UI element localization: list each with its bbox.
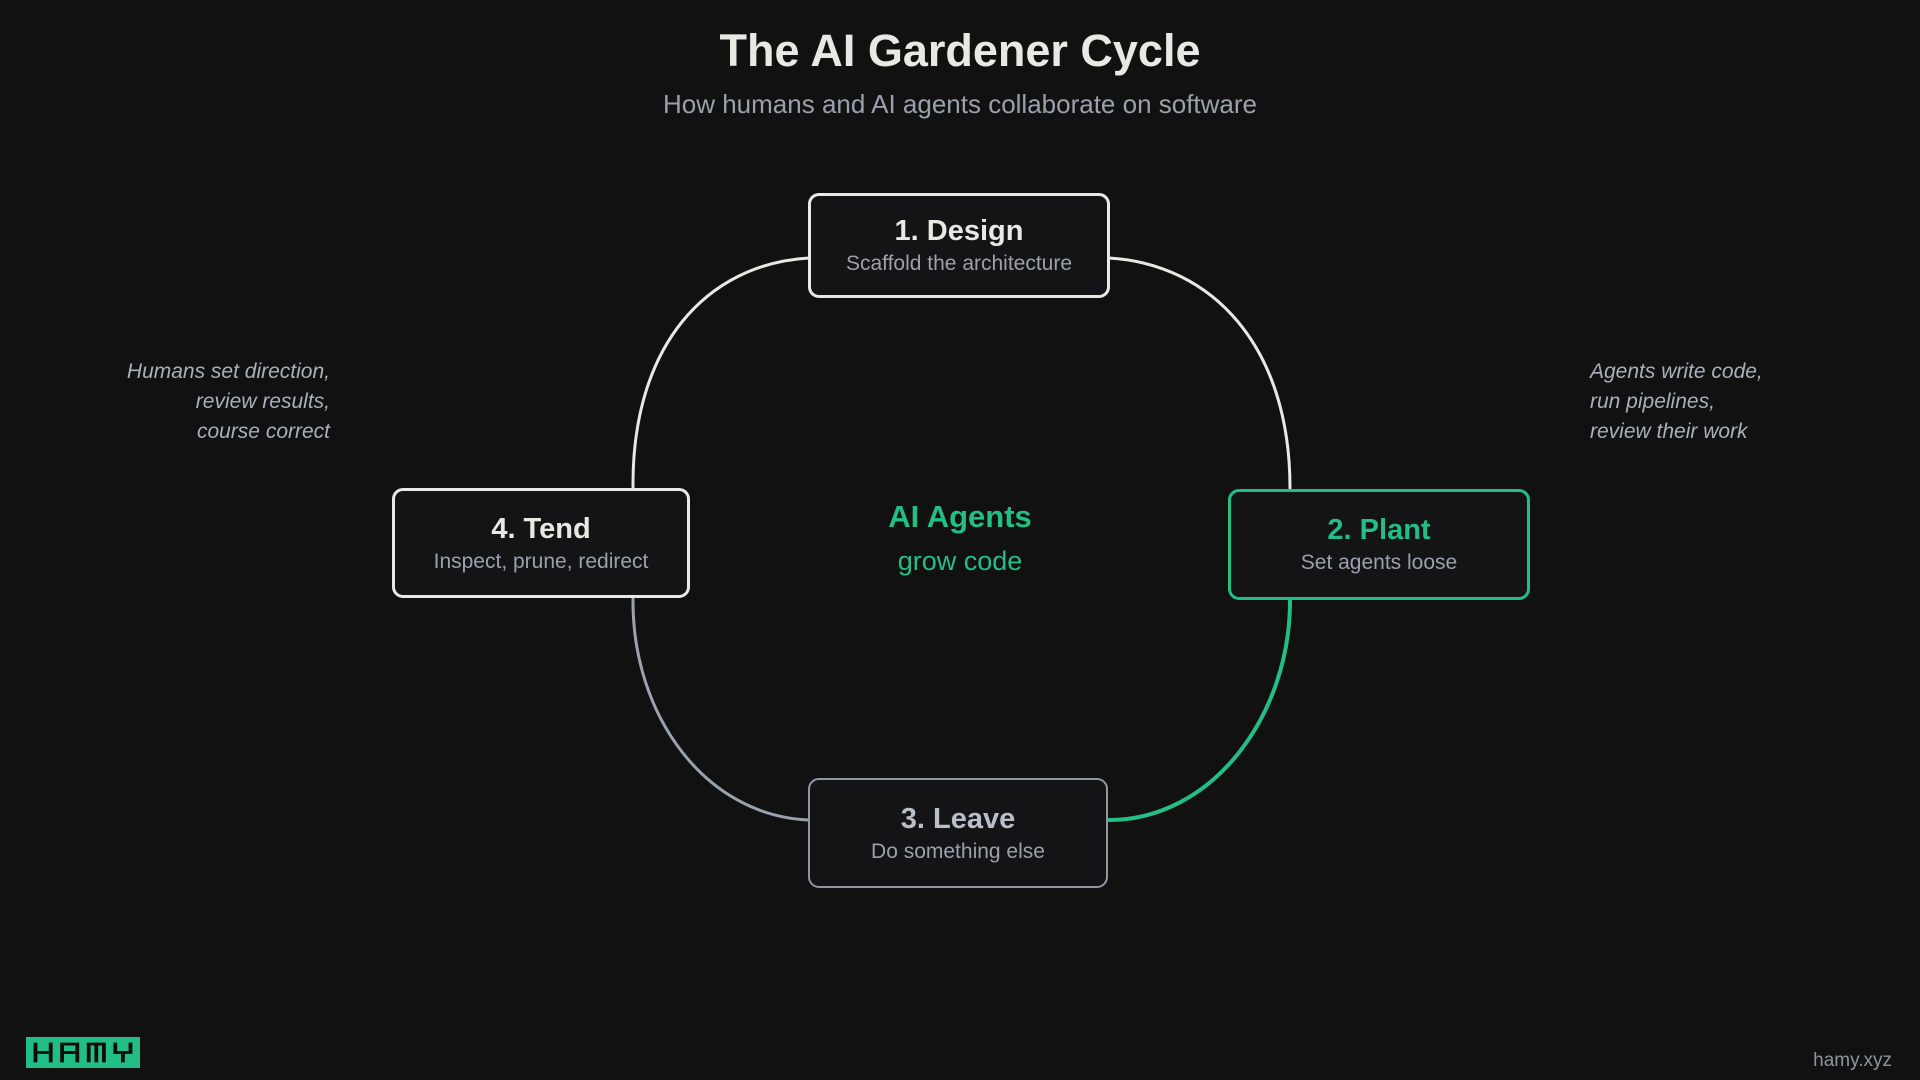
step-tend-subtitle: Inspect, prune, redirect	[433, 549, 649, 573]
annotation-agents-line: Agents write code,	[1590, 360, 1763, 383]
step-plant-subtitle: Set agents loose	[1300, 551, 1458, 574]
site-url: hamy.xyz	[1813, 1050, 1892, 1071]
hamy-logo-letter-h	[33, 1042, 53, 1063]
annotation-humans-line: Humans set direction,	[126, 360, 330, 383]
step-leave: 3. Leave Do something else	[808, 778, 1108, 888]
center-subtitle: grow code	[897, 546, 1023, 576]
arc-tend-to-leave	[631, 597, 811, 822]
cycle-center-label: AI Agents grow code	[0, 501, 1920, 575]
hamy-logo	[26, 1037, 140, 1068]
annotation-humans-line: course correct	[196, 420, 330, 443]
step-plant-title: 2. Plant	[1327, 514, 1431, 546]
step-design-subtitle: Scaffold the architecture	[845, 252, 1073, 275]
hamy-logo-letter-m	[86, 1042, 106, 1063]
annotation-agents-line: run pipelines,	[1590, 390, 1715, 413]
annotation-agents-line: review their work	[1590, 420, 1748, 443]
step-tend: 4. Tend Inspect, prune, redirect	[392, 488, 690, 598]
step-design: 1. Design Scaffold the architecture	[808, 193, 1110, 298]
page-subtitle: How humans and AI agents collaborate on …	[662, 89, 1258, 119]
step-leave-subtitle: Do something else	[871, 839, 1045, 863]
arc-design-to-plant	[1107, 256, 1292, 490]
hamy-logo-letter-a	[60, 1042, 80, 1063]
step-tend-title: 4. Tend	[491, 512, 591, 545]
annotation-humans: Humans set direction, review results, co…	[127, 357, 330, 447]
annotation-humans-line: review results,	[195, 390, 330, 413]
step-plant: 2. Plant Set agents loose	[1228, 489, 1530, 600]
annotation-agents: Agents write code, run pipelines, review…	[1590, 357, 1763, 447]
page-title: The AI Gardener Cycle	[719, 25, 1201, 76]
header: The AI Gardener Cycle How humans and AI …	[0, 0, 1920, 120]
hamy-logo-letter-y	[113, 1042, 133, 1063]
step-leave-title: 3. Leave	[900, 802, 1016, 835]
center-title: AI Agents	[888, 499, 1032, 534]
arc-tend-to-design	[631, 256, 811, 489]
arc-leave-to-plant	[1107, 599, 1292, 822]
step-design-title: 1. Design	[894, 215, 1024, 247]
